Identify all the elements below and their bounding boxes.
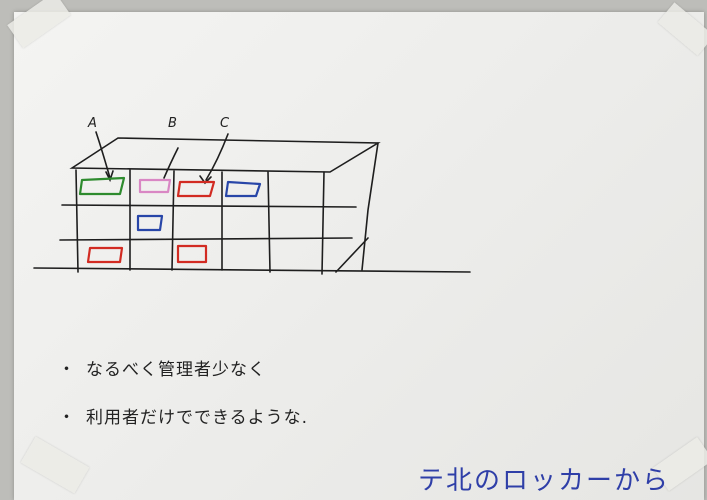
locker-box-blue-top [224,180,262,198]
arrow-a-head [105,170,114,183]
locker-box-red-top [176,180,216,198]
paper-sheet [7,0,707,500]
locker-box-blue-mid [136,214,164,232]
locker-line [59,237,353,241]
floor-line [33,267,471,273]
label-b: B [168,116,177,131]
locker-box-pink [138,178,172,194]
note-2-text: 利用者だけでできるような. [86,408,309,428]
bullet: ・ [58,360,76,380]
locker-side-line [361,142,379,271]
label-a: A [88,116,97,131]
bullet: ・ [58,408,76,428]
label-c: C [220,116,230,131]
locker-side-line [335,237,369,273]
note-1: ・なるべく管理者少なく [58,355,266,380]
arrow-b [163,147,179,179]
locker-line [171,170,175,271]
locker-line [75,169,79,273]
locker-box-red-bottom [176,244,208,264]
arrow-a [95,131,111,179]
locker-box-green [78,176,126,196]
locker-box-red-bottom-left [86,246,124,264]
signature: テ北のロッカーから [418,466,671,496]
locker-line [267,171,271,273]
arrow-c [205,133,229,181]
note-2: ・利用者だけでできるような. [58,403,308,428]
note-1-text: なるべく管理者少なく [86,360,266,380]
locker-line [61,204,357,208]
locker-line [321,171,325,275]
